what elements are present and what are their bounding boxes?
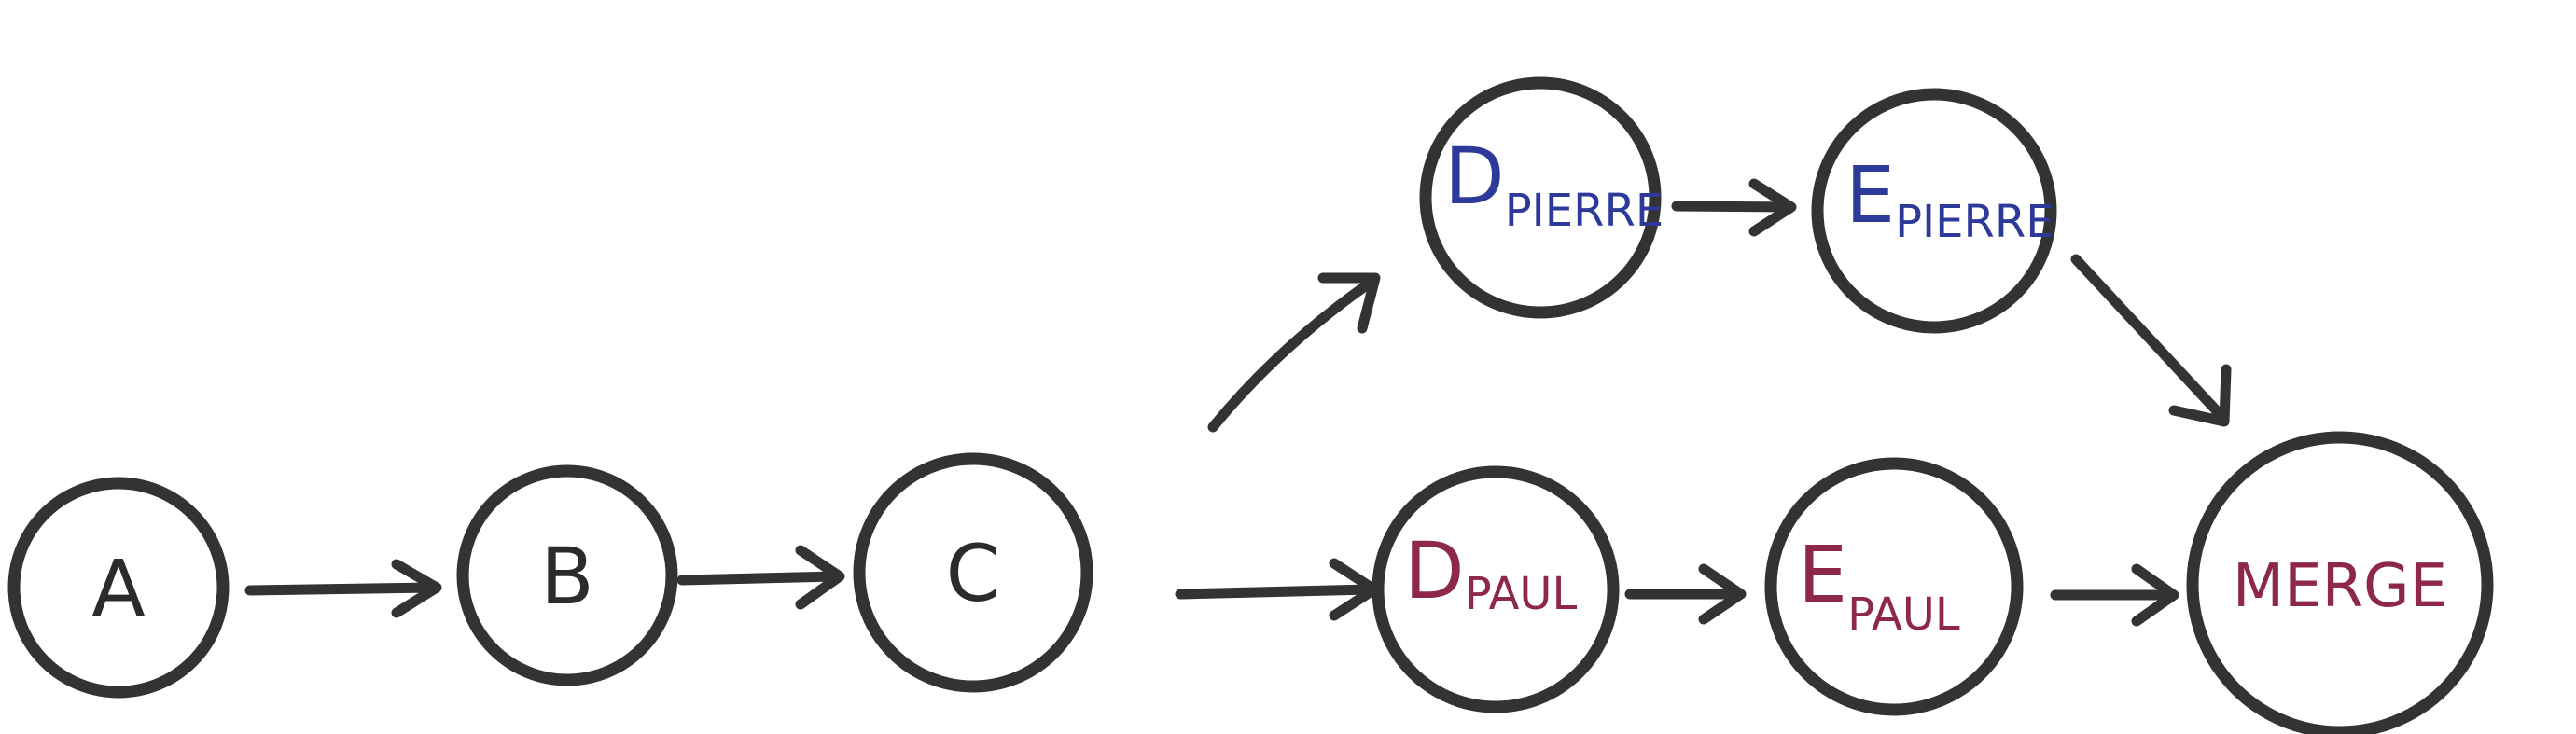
edge-c-to-d-pierre [1207, 272, 1381, 433]
node-e-pierre: EPIERRE [1811, 88, 2057, 334]
node-d-paul-label: DPAUL [1404, 525, 1578, 620]
edge-b-to-c [676, 545, 845, 610]
node-d-paul: DPAUL [1372, 465, 1620, 713]
edge-d-paul-to-e-paul [1624, 563, 1747, 625]
edges [244, 178, 2232, 627]
node-a-label: A [91, 543, 145, 634]
node-e-pierre-label: EPIERRE [1845, 149, 2054, 248]
node-e-paul: EPAUL [1764, 457, 2024, 716]
node-d-pierre: DPIERRE [1419, 76, 1664, 319]
node-d-pierre-subscript: PIERRE [1505, 185, 1664, 237]
node-e-paul-label: EPAUL [1798, 529, 1960, 641]
node-d-pierre-label: DPIERRE [1444, 131, 1664, 237]
node-b-label: B [540, 531, 594, 622]
edge-c-to-d-paul [1175, 558, 1380, 621]
node-d-paul-subscript: PAUL [1465, 568, 1578, 620]
node-b: B [456, 464, 678, 686]
node-e-pierre-main: E [1845, 149, 1895, 241]
node-d-pierre-main: D [1444, 131, 1505, 222]
node-e-paul-main: E [1798, 529, 1847, 620]
node-a: A [7, 477, 230, 699]
node-c: C [853, 452, 1093, 693]
edge-a-to-b [244, 559, 442, 618]
node-merge: MERGE [2186, 431, 2494, 734]
node-d-paul-main: D [1404, 525, 1465, 616]
node-merge-label: MERGE [2233, 552, 2447, 621]
edge-e-paul-to-merge [2050, 563, 2179, 627]
edge-d-pierre-to-e-pierre [1671, 178, 1797, 237]
node-c-label: C [946, 528, 1001, 619]
edge-e-pierre-to-merge [2070, 254, 2232, 427]
node-e-paul-subscript: PAUL [1847, 589, 1960, 641]
node-e-pierre-subscript: PIERRE [1895, 196, 2054, 248]
